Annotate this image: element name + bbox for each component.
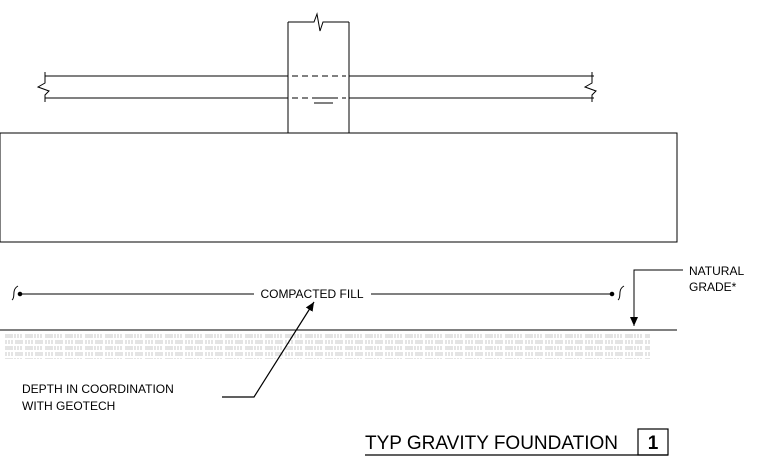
foundation-block <box>0 132 678 243</box>
center-marks <box>314 97 333 104</box>
break-symbol-right <box>617 285 625 301</box>
beam <box>36 72 597 102</box>
beam-break-right <box>583 72 597 102</box>
depth-label-line2: WITH GEOTECH <box>22 399 115 413</box>
post <box>287 12 350 133</box>
depth-label-line1: DEPTH IN COORDINATION <box>22 382 174 396</box>
detail-number-box <box>637 428 669 456</box>
break-symbol-left <box>11 285 19 301</box>
beam-hidden-lines <box>292 75 346 99</box>
compacted-fill-dimension <box>11 285 625 301</box>
depth-leader <box>222 301 315 398</box>
beam-break-left <box>36 72 50 102</box>
detail-title: TYP GRAVITY FOUNDATION <box>365 433 618 454</box>
post-break-line <box>288 12 349 32</box>
natural-grade-leader <box>630 269 683 326</box>
natural-grade-label-line2: GRADE* <box>689 280 737 294</box>
soil-hatch <box>4 333 650 359</box>
detail-number: 1 <box>648 433 659 454</box>
compacted-fill-label: COMPACTED FILL <box>260 287 363 301</box>
natural-grade-label-line1: NATURAL <box>689 264 744 278</box>
